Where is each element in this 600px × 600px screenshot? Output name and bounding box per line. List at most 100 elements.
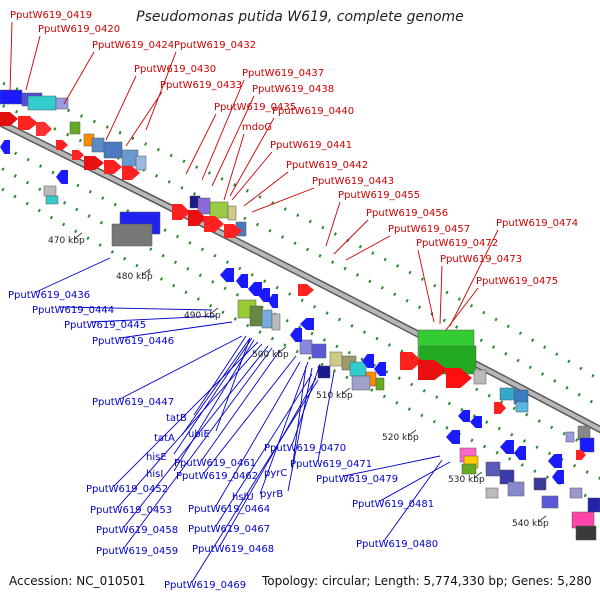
reverse-arrow-6 — [268, 294, 278, 308]
kbp-label-7: 540 kbp — [512, 519, 549, 529]
gene-glyph-12 — [209, 201, 229, 219]
label-PputW619_0433: PputW619_0433 — [160, 80, 242, 91]
kbp-tick-4 — [341, 387, 351, 395]
gene-glyph-21 — [261, 309, 273, 329]
kbp-label-6: 530 kbp — [448, 475, 485, 485]
kbp-tick-6 — [473, 471, 483, 479]
label-PputW619_0445: PputW619_0445 — [64, 320, 146, 331]
reverse-arrow-5 — [258, 288, 270, 302]
kbp-tick-0 — [73, 232, 83, 240]
forward-arrow-14 — [418, 360, 448, 380]
label-PputW619_0464: PputW619_0464 — [188, 504, 270, 515]
label-PputW619_0440: PputW619_0440 — [272, 106, 354, 117]
track-guide — [0, 186, 600, 505]
gene-glyph-11 — [197, 197, 211, 215]
leader-line-rev-20 — [317, 371, 335, 462]
label-PputW619_0443: PputW619_0443 — [312, 176, 394, 187]
gene-glyph-15 — [43, 185, 57, 197]
gene-glyph-39 — [579, 437, 595, 453]
leader-line-rev-18 — [291, 365, 307, 471]
gene-glyph-27 — [349, 361, 367, 377]
track-guide — [0, 165, 600, 480]
label-pyrB: pyrB — [260, 489, 283, 500]
label-PputW619_0462: PputW619_0462 — [176, 471, 258, 482]
label-PputW619_0444: PputW619_0444 — [32, 305, 114, 316]
gene-glyph-34 — [473, 369, 487, 385]
label-PputW619_0436: PputW619_0436 — [8, 290, 90, 301]
forward-arrow-3 — [56, 140, 68, 150]
label-hisE: hisE — [146, 452, 167, 463]
label-leader-lines — [9, 21, 499, 583]
gene-glyph-25 — [329, 351, 343, 367]
label-PputW619_0471: PputW619_0471 — [290, 459, 372, 470]
gene-glyph-8 — [121, 149, 139, 167]
label-tatA: tatA — [154, 433, 175, 444]
leader-line-fwd-11 — [231, 151, 273, 201]
gene-glyph-22 — [271, 313, 281, 331]
forward-arrow-4 — [72, 150, 84, 160]
leader-line-rev-9 — [173, 339, 255, 472]
label-PputW619_0435: PputW619_0435 — [214, 102, 296, 113]
leader-line-fwd-7 — [211, 95, 255, 187]
leader-line-rev-6 — [181, 337, 251, 436]
leader-line-rev-22 — [215, 373, 313, 527]
leader-line-rev-16 — [215, 361, 301, 507]
leader-line-fwd-4 — [105, 75, 137, 141]
gene-glyph-47 — [461, 463, 477, 475]
leader-line-rev-13 — [117, 343, 263, 508]
gene-glyph-9 — [135, 155, 147, 171]
reverse-arrow-13 — [470, 416, 482, 428]
leader-line-fwd-15 — [333, 219, 369, 255]
gene-tracks — [0, 89, 600, 541]
leader-line-fwd-3 — [145, 51, 177, 131]
kbp-tick-3 — [277, 346, 287, 354]
leader-line-rev-8 — [173, 337, 253, 455]
label-PputW619_0458: PputW619_0458 — [96, 525, 178, 536]
label-PputW619_0481: PputW619_0481 — [352, 499, 434, 510]
leader-line-rev-10 — [201, 349, 281, 461]
leader-line-fwd-10 — [223, 133, 245, 201]
reverse-arrow-11 — [446, 430, 460, 444]
leader-line-rev-4 — [119, 335, 243, 400]
gene-glyph-42 — [499, 469, 515, 485]
label-tatB: tatB — [166, 413, 187, 424]
label-PputW619_0437: PputW619_0437 — [242, 68, 324, 79]
leader-line-rev-17 — [259, 361, 309, 495]
forward-arrow-11 — [224, 224, 242, 238]
leader-line-rev-1 — [59, 306, 213, 311]
gene-glyph-41 — [485, 461, 501, 477]
kbp-tick-1 — [141, 268, 151, 276]
leader-line-rev-0 — [35, 257, 111, 293]
label-PputW619_0430: PputW619_0430 — [134, 64, 216, 75]
gene-glyph-30 — [317, 365, 331, 379]
gene-glyph-2 — [27, 95, 57, 111]
gene-glyph-20 — [249, 305, 263, 327]
label-PputW619_0480: PputW619_0480 — [356, 539, 438, 550]
label-pyrC: pyrC — [264, 468, 287, 479]
gene-glyph-16 — [45, 195, 59, 205]
backbone-layer — [0, 80, 600, 505]
gene-glyph-13 — [227, 205, 237, 221]
label-PputW619_0457: PputW619_0457 — [388, 224, 470, 235]
label-hslU: hslU — [232, 492, 254, 503]
forward-arrow-1 — [18, 116, 38, 130]
label-PputW619_0442: PputW619_0442 — [286, 160, 368, 171]
label-PputW619_0419: PputW619_0419 — [10, 10, 92, 21]
reverse-arrow-3 — [236, 274, 248, 288]
leader-line-rev-12 — [113, 341, 259, 487]
gene-glyph-18 — [111, 223, 153, 247]
reverse-arrow-4 — [248, 282, 262, 296]
leader-line-rev-23 — [219, 377, 317, 547]
forward-arrow-13 — [400, 352, 422, 370]
gene-glyph-31 — [351, 375, 371, 391]
leader-line-fwd-2 — [63, 51, 95, 105]
reverse-arrow-12 — [458, 410, 470, 422]
reverse-arrow-9 — [362, 354, 374, 368]
kbp-label-3: 500 kbp — [252, 350, 289, 360]
leader-line-fwd-1 — [25, 35, 41, 91]
label-PputW619_0420: PputW619_0420 — [38, 24, 120, 35]
label-PputW619_0459: PputW619_0459 — [96, 546, 178, 557]
